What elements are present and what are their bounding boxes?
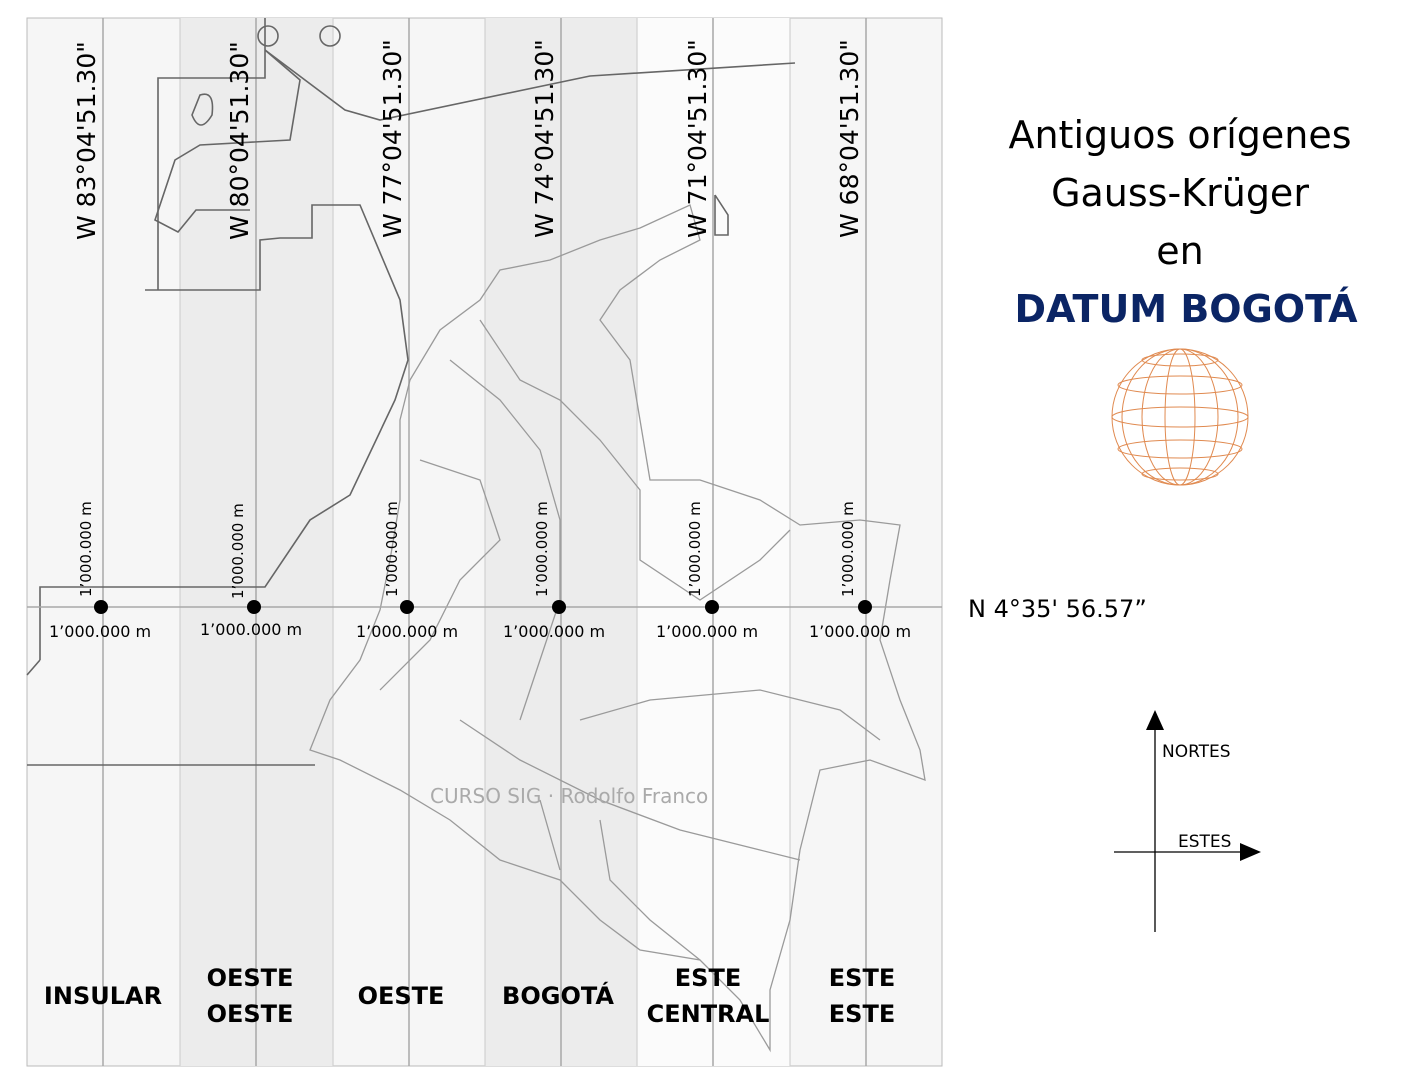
origin-latitude-label: N 4°35' 56.57” bbox=[968, 595, 1147, 623]
zone-label-este-central-2: CENTRAL bbox=[647, 1000, 770, 1028]
northing-label: 1’000.000 m bbox=[533, 501, 551, 597]
northing-label: 1’000.000 m bbox=[383, 501, 401, 597]
origin-oeste-oeste: 1’000.000 m 1’000.000 m bbox=[200, 503, 302, 639]
zone-label-oeste-oeste-1: OESTE bbox=[207, 964, 294, 992]
easting-label: 1’000.000 m bbox=[200, 620, 302, 639]
central-meridian-lines bbox=[102, 18, 867, 1066]
easting-label: 1’000.000 m bbox=[809, 622, 911, 641]
east-arrow-icon bbox=[1240, 843, 1261, 861]
meridian-label: W 71°04'51.30" bbox=[683, 39, 712, 238]
zone-label-bogota: BOGOTÁ bbox=[502, 981, 614, 1010]
easting-label: 1’000.000 m bbox=[356, 622, 458, 641]
colombia-outline bbox=[309, 204, 926, 1053]
watermark: CURSO SIG · Rodolfo Franco bbox=[430, 784, 708, 808]
meridian-labels: W 83°04'51.30" W 80°04'51.30" W 77°04'51… bbox=[72, 39, 864, 240]
east-axis-label: ESTES bbox=[1178, 832, 1231, 852]
zone-label-este-este-2: ESTE bbox=[829, 1000, 895, 1028]
zone-label-oeste-oeste-2: OESTE bbox=[207, 1000, 294, 1028]
axes-diagram: NORTES ESTES bbox=[1114, 710, 1261, 932]
map-frame bbox=[26, 17, 943, 1067]
title-line-2: Gauss-Krüger bbox=[1051, 171, 1309, 215]
meridian-label: W 83°04'51.30" bbox=[72, 41, 101, 240]
datum-title: DATUM BOGOTÁ bbox=[1015, 287, 1359, 331]
northing-label: 1’000.000 m bbox=[839, 501, 857, 597]
origin-bogota: 1’000.000 m 1’000.000 m bbox=[503, 501, 605, 641]
origin-dot bbox=[94, 600, 108, 614]
globe-icon bbox=[1111, 348, 1249, 486]
origin-este-este: 1’000.000 m 1’000.000 m bbox=[809, 501, 911, 641]
title-block: Antiguos orígenes Gauss-Krüger en DATUM … bbox=[1008, 113, 1358, 331]
meridian-label: W 77°04'51.30" bbox=[378, 39, 407, 238]
boundary-lines bbox=[26, 18, 796, 766]
easting-label: 1’000.000 m bbox=[656, 622, 758, 641]
title-line-1: Antiguos orígenes bbox=[1008, 113, 1351, 157]
origin-oeste: 1’000.000 m 1’000.000 m bbox=[356, 501, 458, 641]
meridian-label: W 68°04'51.30" bbox=[835, 39, 864, 238]
north-arrow-icon bbox=[1146, 710, 1164, 730]
easting-label: 1’000.000 m bbox=[49, 622, 151, 641]
origin-dot bbox=[552, 600, 566, 614]
origin-insular: 1’000.000 m 1’000.000 m bbox=[49, 501, 151, 641]
origin-dot bbox=[247, 600, 261, 614]
meridian-label: W 74°04'51.30" bbox=[530, 39, 559, 238]
origin-dot bbox=[705, 600, 719, 614]
origin-dot bbox=[400, 600, 414, 614]
northing-label: 1’000.000 m bbox=[77, 501, 95, 597]
zone-label-este-central-1: ESTE bbox=[675, 964, 741, 992]
origin-este-central: 1’000.000 m 1’000.000 m bbox=[656, 501, 758, 641]
northing-label: 1’000.000 m bbox=[686, 501, 704, 597]
easting-label: 1’000.000 m bbox=[503, 622, 605, 641]
zone-labels: INSULAR OESTE OESTE OESTE BOGOTÁ ESTE CE… bbox=[44, 964, 895, 1028]
zone-label-este-este-1: ESTE bbox=[829, 964, 895, 992]
north-axis-label: NORTES bbox=[1162, 742, 1231, 762]
title-line-3: en bbox=[1156, 229, 1203, 273]
zone-label-insular: INSULAR bbox=[44, 982, 162, 1010]
meridian-label: W 80°04'51.30" bbox=[225, 41, 254, 240]
origin-dot bbox=[858, 600, 872, 614]
origin-points: 1’000.000 m 1’000.000 m 1’000.000 m 1’00… bbox=[49, 501, 911, 641]
zone-label-oeste: OESTE bbox=[358, 982, 445, 1010]
northing-label: 1’000.000 m bbox=[229, 503, 247, 599]
